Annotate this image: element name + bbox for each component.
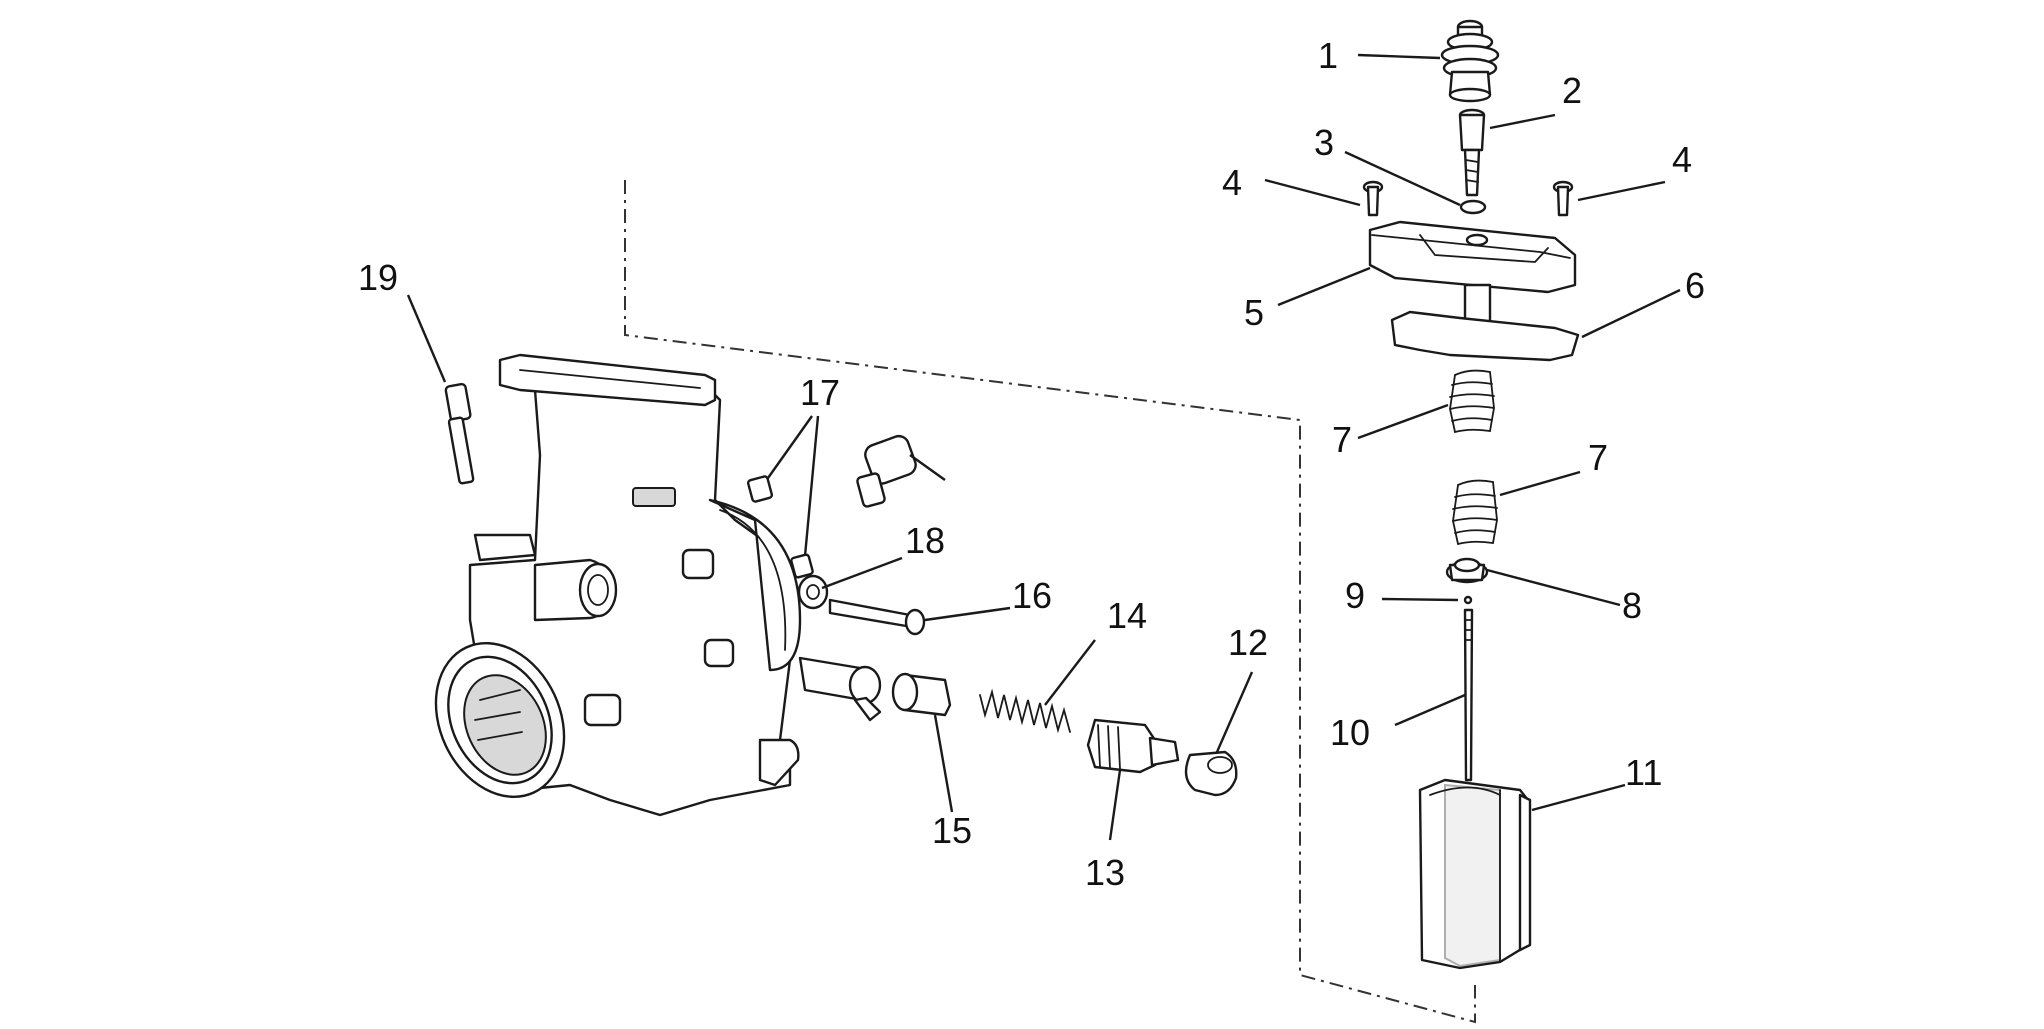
part-16-long-screw [828,598,926,636]
part-10-needle [1463,608,1474,782]
callout-19: 19 [358,257,398,298]
elbow-fitting [856,434,946,508]
part-11-throttle-slide [1418,778,1532,970]
part-12-cap [1184,750,1238,797]
part-5-top-cover [1368,220,1577,332]
part-18-nut [797,574,829,610]
callout-6: 6 [1685,265,1705,306]
callout-13: 13 [1085,852,1125,893]
part-4-screw-right [1552,180,1574,217]
part-2-adjuster [1458,108,1486,197]
callout-16: 16 [1012,575,1052,616]
callout-4-left: 4 [1222,162,1242,203]
part-17-screw-a [746,475,774,503]
part-14-spring [979,688,1071,734]
callout-7-lower: 7 [1588,437,1608,478]
callout-12: 12 [1228,622,1268,663]
part-4-screw-left [1362,180,1384,217]
callout-18: 18 [905,520,945,561]
callout-7-upper: 7 [1332,419,1352,460]
leader-lines [406,53,1681,841]
part-17-screw-b [790,553,814,579]
callout-11: 11 [1625,752,1662,793]
part-9-clip [1463,595,1473,605]
callout-labels: 1 2 3 4 4 5 6 7 7 8 9 10 11 12 13 14 15 … [358,35,1705,893]
callout-1: 1 [1318,35,1338,76]
callout-17: 17 [800,372,840,413]
callout-9: 9 [1345,575,1365,616]
callout-5: 5 [1244,292,1264,333]
intake-bell-mouth [434,641,566,799]
callout-10: 10 [1330,712,1370,753]
part-7-spring-lower [1452,479,1498,545]
assembly-boundary [624,180,1476,1024]
callout-14: 14 [1107,595,1147,636]
callout-2: 2 [1562,70,1582,111]
part-7-spring-upper [1449,369,1495,433]
callout-8: 8 [1622,585,1642,626]
callout-3: 3 [1314,122,1334,163]
part-15-plunger [891,672,952,717]
part-19-jet-screw [444,382,475,485]
part-1-rubber-cap [1440,19,1500,103]
callout-4-right: 4 [1672,139,1692,180]
part-3-washer [1459,199,1487,215]
carburettor-body [434,353,802,817]
part-6-gasket [1390,310,1580,362]
cable-adjuster [798,656,882,722]
part-13-fitting [1086,718,1180,774]
callout-15: 15 [932,810,972,851]
part-8-needle-retainer [1445,557,1489,584]
